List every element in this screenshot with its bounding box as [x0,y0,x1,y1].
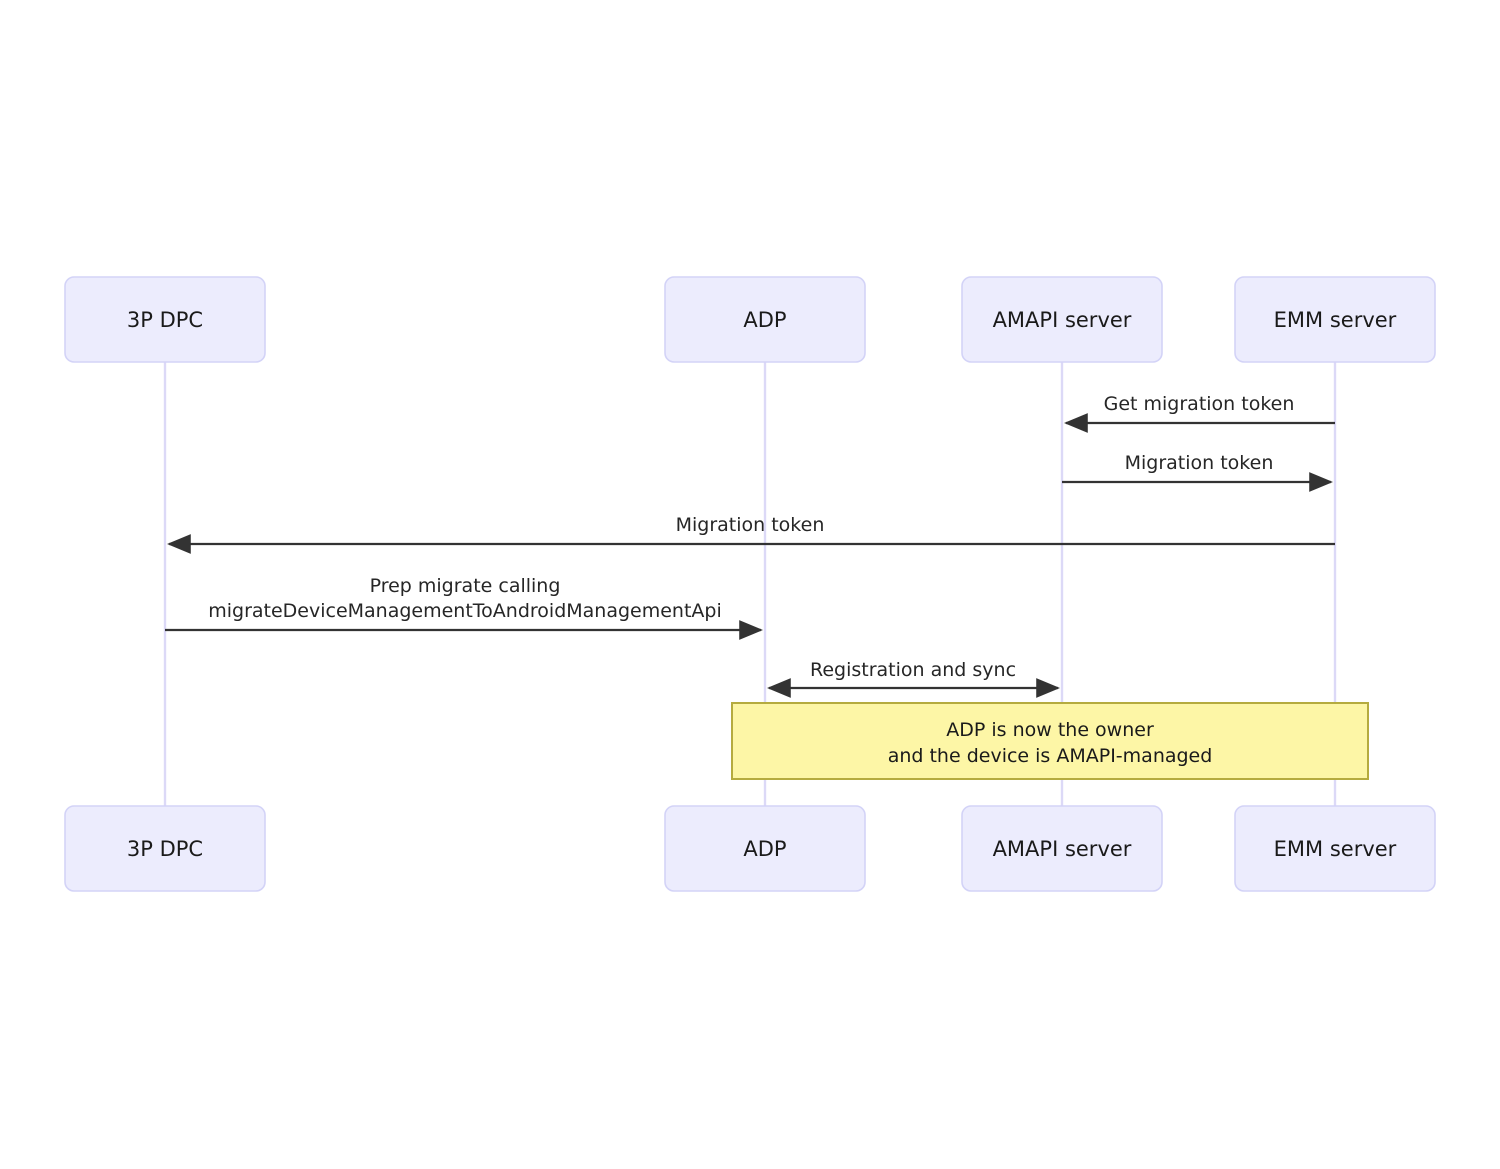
actor-label-3p-dpc-top: 3P DPC [127,308,203,332]
actor-rect-emm-server-top[interactable] [1234,276,1436,363]
actor-rect-amapi-server-top[interactable] [961,276,1163,363]
actor-box-adp-top[interactable]: ADP [664,276,866,363]
message-label-prep-migrate-line2: migrateDeviceManagementToAndroidManageme… [208,600,722,622]
message-registration-and-sync[interactable]: Registration and sync [767,659,1060,698]
note-label-adp-owner-line1: ADP is now the owner [946,719,1154,741]
actor-label-adp-top: ADP [743,308,786,332]
actor-box-amapi-server-bottom[interactable]: AMAPI server [961,805,1163,892]
actor-rect-adp-top[interactable] [664,276,866,363]
actor-label-amapi-server-top: AMAPI server [993,308,1132,332]
note-rect-adp-owner[interactable] [731,702,1369,780]
message-label-registration-and-sync: Registration and sync [810,659,1016,681]
actor-label-emm-server-bottom: EMM server [1274,837,1397,861]
message-get-migration-token[interactable]: Get migration token [1064,393,1335,433]
message-label-migration-token-to-emm: Migration token [1125,452,1274,474]
message-label-migration-token-to-dpc: Migration token [676,514,825,536]
actor-label-adp-bottom: ADP [743,837,786,861]
message-label-prep-migrate-line1: Prep migrate calling [370,575,561,597]
message-prep-migrate[interactable]: Prep migrate calling migrateDeviceManage… [165,575,763,640]
actor-box-emm-server-bottom[interactable]: EMM server [1234,805,1436,892]
message-label-get-migration-token: Get migration token [1104,393,1295,415]
note-label-adp-owner-line2: and the device is AMAPI-managed [888,745,1213,767]
actor-box-amapi-server-top[interactable]: AMAPI server [961,276,1163,363]
actor-rect-amapi-server-bottom[interactable] [961,805,1163,892]
actor-label-amapi-server-bottom: AMAPI server [993,837,1132,861]
actor-rect-3p-dpc-bottom[interactable] [64,805,266,892]
actor-rect-adp-bottom[interactable] [664,805,866,892]
note-adp-owner[interactable]: ADP is now the owner and the device is A… [731,702,1369,780]
actor-rect-emm-server-bottom[interactable] [1234,805,1436,892]
actor-label-3p-dpc-bottom: 3P DPC [127,837,203,861]
actor-boxes-top: 3P DPC ADP AMAPI server EMM server [64,276,1436,363]
actor-box-adp-bottom[interactable]: ADP [664,805,866,892]
actor-label-emm-server-top: EMM server [1274,308,1397,332]
actor-boxes-bottom: 3P DPC ADP AMAPI server EMM server [64,805,1436,892]
actor-rect-3p-dpc-top[interactable] [64,276,266,363]
message-migration-token-to-dpc[interactable]: Migration token [167,514,1335,554]
actor-box-3p-dpc-top[interactable]: 3P DPC [64,276,266,363]
actor-box-3p-dpc-bottom[interactable]: 3P DPC [64,805,266,892]
message-migration-token-to-emm[interactable]: Migration token [1062,452,1333,492]
actor-box-emm-server-top[interactable]: EMM server [1234,276,1436,363]
